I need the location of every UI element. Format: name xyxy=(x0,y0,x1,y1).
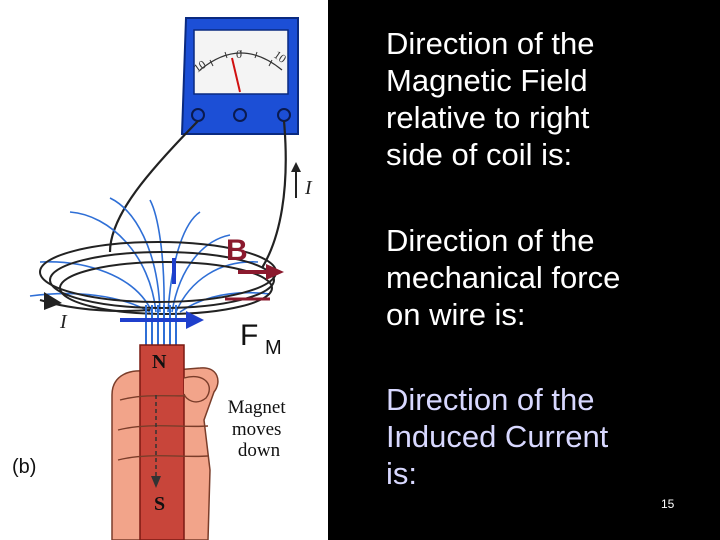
text-line: mechanical force xyxy=(386,260,621,295)
terminal-right xyxy=(277,108,291,122)
text-line: relative to right xyxy=(386,100,590,135)
text-line: is: xyxy=(386,456,417,491)
field-label: B xyxy=(226,234,248,267)
caption-line-2: moves xyxy=(232,419,282,440)
text-block-magnetic-field: Direction of the Magnetic Field relative… xyxy=(386,25,706,173)
bar-magnet xyxy=(139,344,185,540)
panel-label: (b) xyxy=(12,456,36,478)
galvanometer: 10 0 10 xyxy=(180,17,299,135)
wire-left xyxy=(108,120,199,253)
slide-number: 15 xyxy=(661,497,675,511)
galvanometer-needle xyxy=(231,57,241,93)
text-line: Induced Current xyxy=(386,419,609,454)
text-line: side of coil is: xyxy=(386,137,573,172)
hand-with-magnet: N S xyxy=(111,344,219,540)
dial-label-center: 0 xyxy=(236,47,242,61)
caption-line-1: Magnet xyxy=(228,397,287,418)
galvanometer-dial xyxy=(193,29,289,95)
wire-right xyxy=(261,120,287,269)
text-line: Direction of the xyxy=(386,382,595,417)
current-label-left: I xyxy=(59,311,68,333)
caption-line-3: down xyxy=(238,440,281,461)
induction-diagram: 10 0 10 I xyxy=(12,17,313,540)
text-block-mechanical-force: Direction of the mechanical force on wir… xyxy=(386,222,706,333)
text-line: Direction of the xyxy=(386,26,595,61)
force-subscript: M xyxy=(265,337,282,359)
magnet-north-label: N xyxy=(152,351,167,373)
terminal-middle xyxy=(233,108,247,122)
force-label: F xyxy=(240,319,258,352)
diagram-panel: 10 0 10 I xyxy=(0,0,328,540)
magnet-south-label: S xyxy=(154,493,165,515)
text-line: Direction of the xyxy=(386,223,595,258)
terminal-left xyxy=(191,108,205,122)
text-line: on wire is: xyxy=(386,297,526,332)
field-lines-into-magnet xyxy=(145,305,177,345)
thumb xyxy=(183,375,211,403)
caption: Magnet moves down xyxy=(228,397,291,461)
current-label-top: I xyxy=(304,177,313,199)
text-block-induced-current: Direction of the Induced Current is: xyxy=(386,381,706,492)
text-line: Magnetic Field xyxy=(386,63,588,98)
current-arrow-left xyxy=(44,292,62,310)
